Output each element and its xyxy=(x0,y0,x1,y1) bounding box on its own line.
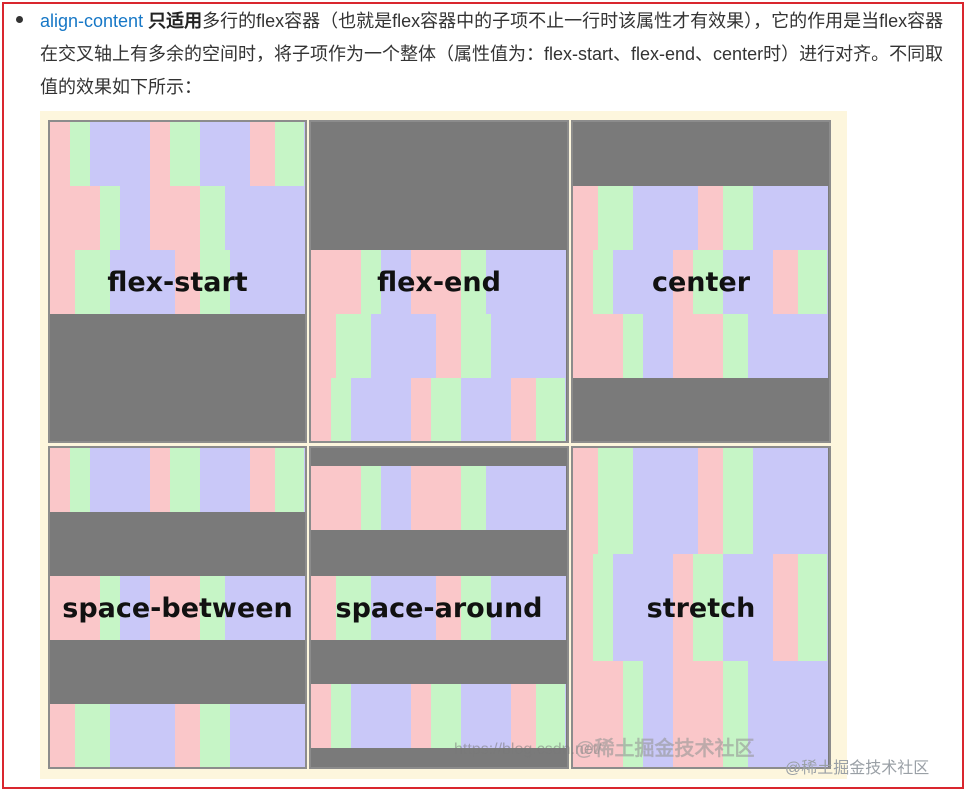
flex-item xyxy=(150,186,305,250)
flex-item xyxy=(573,250,673,314)
description-paragraph: align-content 只适用多行的flex容器（也就是flex容器中的子项… xyxy=(40,5,950,104)
flex-item xyxy=(311,684,411,748)
flex-item xyxy=(50,122,150,186)
flex-item xyxy=(573,314,673,378)
flex-item xyxy=(250,122,305,186)
panel-space-between: space-between xyxy=(48,446,307,769)
flex-item xyxy=(311,466,411,530)
url-watermark: https://blog.csdn.net/ xyxy=(454,741,602,758)
flex-item xyxy=(773,554,828,661)
flex-item xyxy=(511,684,566,748)
flex-item xyxy=(673,250,773,314)
flex-item xyxy=(411,684,511,748)
flex-line xyxy=(311,250,567,314)
flex-line xyxy=(573,186,829,250)
flex-item xyxy=(511,378,566,441)
flex-item xyxy=(150,122,250,186)
panel-stretch: stretch xyxy=(571,446,831,769)
flex-item xyxy=(698,448,828,554)
flex-item xyxy=(573,186,698,250)
flex-item xyxy=(673,554,773,661)
flex-line xyxy=(311,684,567,748)
flex-item xyxy=(175,250,305,314)
panel-flex-end: flex-end xyxy=(309,120,569,443)
flex-item xyxy=(698,186,828,250)
panel-label: space-around xyxy=(335,593,543,624)
flex-item xyxy=(573,554,673,661)
flex-line xyxy=(50,186,305,250)
flex-item xyxy=(175,704,305,767)
flex-item xyxy=(673,314,828,378)
flex-item xyxy=(250,448,305,512)
panel-flex-start: flex-start xyxy=(48,120,307,443)
flex-line xyxy=(50,448,305,512)
list-bullet xyxy=(16,16,23,23)
align-content-link[interactable]: align-content xyxy=(40,11,144,31)
flex-item xyxy=(773,250,828,314)
flex-item xyxy=(573,448,698,554)
flex-item xyxy=(50,576,150,640)
paragraph-text: 多行的flex容器（也就是flex容器中的子项不止一行时该属性才有效果），它的作… xyxy=(40,11,944,97)
flex-line xyxy=(573,661,829,767)
flex-item xyxy=(411,466,566,530)
panel-label: flex-start xyxy=(107,267,248,298)
flex-line xyxy=(311,576,567,640)
flex-item xyxy=(311,378,411,441)
page-watermark: @稀土掘金技术社区 xyxy=(785,760,930,777)
flex-line xyxy=(311,466,567,530)
flex-item xyxy=(150,576,305,640)
panel-label: flex-end xyxy=(377,267,501,298)
flex-item xyxy=(50,704,175,767)
flex-line xyxy=(573,448,829,554)
flex-item xyxy=(436,314,566,378)
flex-line xyxy=(50,250,305,314)
flex-item xyxy=(311,250,411,314)
flex-line xyxy=(50,576,305,640)
panel-center: center xyxy=(571,120,831,443)
emphasis-text: 只适用 xyxy=(143,11,203,31)
flex-line xyxy=(573,314,829,378)
flex-line xyxy=(50,122,305,186)
flex-item xyxy=(150,448,250,512)
flex-line xyxy=(573,554,829,661)
flex-item xyxy=(311,314,436,378)
content-frame xyxy=(2,2,964,789)
flex-item xyxy=(50,186,150,250)
panel-space-around: space-around xyxy=(309,446,569,769)
flex-item xyxy=(311,576,436,640)
panel-label: stretch xyxy=(646,593,756,624)
image-watermark: @稀土掘金技术社区 xyxy=(575,738,755,760)
panel-label: center xyxy=(651,267,751,298)
flex-item xyxy=(50,250,175,314)
flex-item xyxy=(436,576,566,640)
flex-line xyxy=(573,250,829,314)
flex-line xyxy=(50,704,305,767)
flex-line xyxy=(311,314,567,378)
flex-item xyxy=(573,661,673,767)
align-content-figure: flex-start flex-end center space-between… xyxy=(40,111,847,779)
flex-item xyxy=(411,250,566,314)
flex-item xyxy=(411,378,511,441)
flex-item xyxy=(50,448,150,512)
flex-line xyxy=(311,378,567,441)
panel-label: space-between xyxy=(62,593,293,624)
flex-item xyxy=(673,661,828,767)
